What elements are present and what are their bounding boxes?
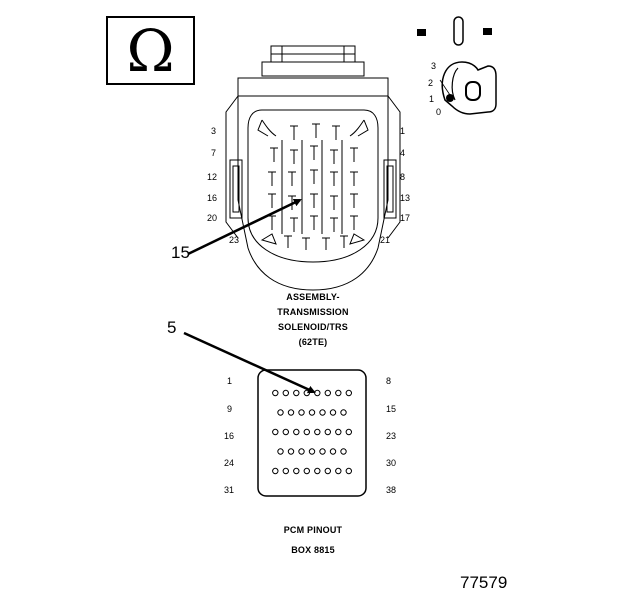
pcm-pin-label-23: 23 xyxy=(386,431,397,441)
connector-pin-label-7: 7 xyxy=(211,148,217,158)
pcm-pin-hole xyxy=(308,448,316,455)
pcm-pin-hole xyxy=(303,389,310,397)
pcm-pin-label-8: 8 xyxy=(386,376,392,386)
pcm-pin-hole xyxy=(277,448,284,455)
pcm-pin-grid xyxy=(272,389,352,475)
connector-caption-line: (62TE) xyxy=(298,337,328,347)
connector-pin-label-21: 21 xyxy=(380,235,391,245)
pcm-pin-label-16: 16 xyxy=(224,431,235,441)
pcm-pin-hole xyxy=(272,389,279,397)
callout-5-arrow xyxy=(183,331,316,394)
pcm-pin-hole xyxy=(282,389,289,397)
pcm-pin-hole xyxy=(314,389,321,397)
ohm-symbol: Ω xyxy=(126,16,175,85)
pcm-pin-hole xyxy=(329,448,337,455)
pcm-pin-label-24: 24 xyxy=(224,458,235,468)
pcm-pin-hole xyxy=(303,467,310,475)
pcm-pin-hole xyxy=(345,428,352,436)
pcm-pin-hole xyxy=(335,428,342,436)
pcm-pin-hole xyxy=(293,467,300,475)
pcm-pin-hole xyxy=(282,428,289,436)
connector-caption-line: ASSEMBLY- xyxy=(286,292,340,302)
connector-pin-label-23: 23 xyxy=(229,235,240,245)
solenoid-connector-drawing xyxy=(225,45,401,291)
key-position-0: 0 xyxy=(436,107,442,117)
pcm-pin-hole xyxy=(308,409,316,416)
connector-pin-label-16: 16 xyxy=(207,193,218,203)
pcm-pin-hole xyxy=(340,409,347,416)
connector-pin-label-12: 12 xyxy=(207,172,218,182)
pcm-pin-hole xyxy=(329,409,337,416)
connector-caption-line: SOLENOID/TRS xyxy=(278,322,348,332)
connector-pin-label-4: 4 xyxy=(400,148,406,158)
figure-number: 77579 xyxy=(460,573,508,592)
connector-pin-label-8: 8 xyxy=(400,172,406,182)
connector-pin-label-17: 17 xyxy=(400,213,411,223)
callout-15-label: 15 xyxy=(171,243,190,262)
pcm-pin-hole xyxy=(324,428,331,436)
pcm-pin-label-31: 31 xyxy=(224,485,235,495)
callout-15-arrow xyxy=(187,198,302,256)
pcm-pin-hole xyxy=(319,448,326,455)
pcm-pin-hole xyxy=(293,428,300,436)
pcm-pin-hole xyxy=(335,389,342,397)
pcm-pin-label-30: 30 xyxy=(386,458,397,468)
pcm-pin-hole xyxy=(340,448,347,455)
pcm-pin-label-9: 9 xyxy=(227,404,233,414)
pcm-pin-hole xyxy=(287,409,295,416)
connector-pin-label-13: 13 xyxy=(400,193,411,203)
pcm-pin-hole xyxy=(335,467,342,475)
pcm-pin-hole xyxy=(272,467,279,475)
pcm-pin-hole xyxy=(314,428,321,436)
pcm-pin-hole xyxy=(345,389,352,397)
key-position-3: 3 xyxy=(431,61,437,71)
key-position-1: 1 xyxy=(429,94,435,104)
pcm-pin-hole xyxy=(314,467,321,475)
pcm-caption: PCM PINOUT BOX 8815 xyxy=(248,520,378,560)
pcm-pin-hole xyxy=(277,409,284,416)
connector-caption-line: TRANSMISSION xyxy=(277,307,349,317)
pcm-pin-hole xyxy=(272,428,279,436)
connector-pin-label-3: 3 xyxy=(211,126,217,136)
connector-caption: ASSEMBLY- TRANSMISSION SOLENOID/TRS (62T… xyxy=(248,290,378,350)
ohmmeter-symbol-box xyxy=(106,16,195,85)
callout-5-label: 5 xyxy=(167,318,177,337)
pcm-pin-hole xyxy=(298,409,305,416)
pcm-pin-hole xyxy=(319,409,326,416)
pcm-caption-line: BOX 8815 xyxy=(291,545,335,555)
ignition-off-icon xyxy=(417,16,492,46)
pcm-pinout-box xyxy=(257,369,367,497)
pcm-pin-hole xyxy=(293,389,300,397)
pcm-pin-label-38: 38 xyxy=(386,485,397,495)
pcm-caption-line: PCM PINOUT xyxy=(283,525,343,535)
pcm-pin-label-15: 15 xyxy=(386,404,397,414)
pcm-pin-hole xyxy=(324,467,331,475)
pcm-pin-hole xyxy=(287,448,295,455)
connector-pin-label-20: 20 xyxy=(207,213,218,223)
pcm-pin-hole xyxy=(282,467,289,475)
pcm-pin-hole xyxy=(345,467,352,475)
pcm-pin-hole xyxy=(298,448,305,455)
key-position-2: 2 xyxy=(428,78,434,88)
ignition-key-icon xyxy=(439,61,497,115)
pcm-pin-label-1: 1 xyxy=(227,376,233,386)
connector-pin-label-1: 1 xyxy=(400,126,406,136)
pcm-pin-hole xyxy=(303,428,310,436)
pcm-pin-hole xyxy=(324,389,331,397)
